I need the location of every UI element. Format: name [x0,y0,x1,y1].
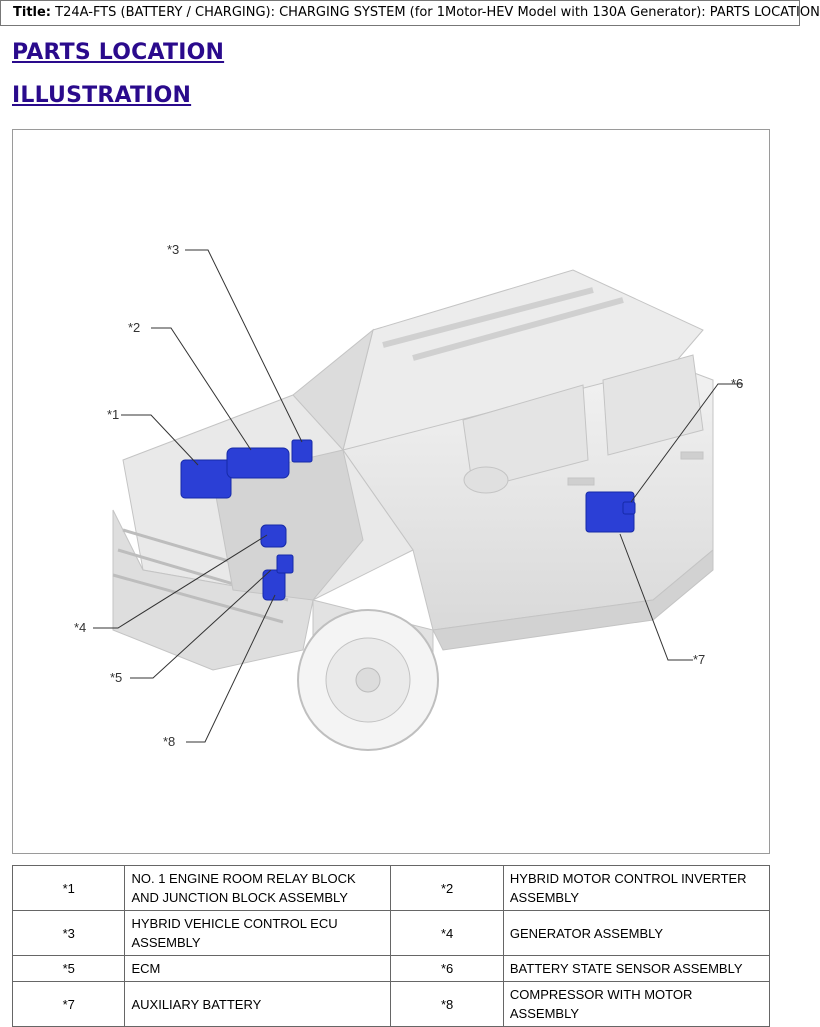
parts-location-illustration: *1 *2 *3 *4 *5 *6 *7 *8 [12,129,770,854]
legend-number: *1 [11,865,126,911]
legend-number: *4 [390,910,504,956]
legend-number: *7 [11,981,126,1027]
table-row: *5 ECM *6 BATTERY STATE SENSOR ASSEMBLY [11,955,771,982]
callout-8: *8 [163,734,175,749]
table-row: *7 AUXILIARY BATTERY *8 COMPRESSOR WITH … [11,981,771,1027]
legend-number: *2 [390,865,504,911]
illustration-heading[interactable]: ILLUSTRATION [12,83,192,108]
title-text: T24A-FTS (BATTERY / CHARGING): CHARGING … [55,5,820,20]
document-title-bar: Title: T24A-FTS (BATTERY / CHARGING): CH… [0,0,820,26]
legend-description: HYBRID MOTOR CONTROL INVERTER ASSEMBLY [502,865,771,911]
legend-number: *8 [390,981,504,1027]
highlighted-components [180,439,636,601]
title-label: Title: [13,5,52,20]
legend-description: ECM [124,955,392,982]
callout-4: *4 [74,620,86,635]
legend-number: *5 [11,955,126,982]
parts-location-heading[interactable]: PARTS LOCATION [12,40,225,65]
inverter-part [226,447,290,479]
ecu-part [291,439,313,463]
compressor-part [262,569,286,601]
callout-2: *2 [128,320,140,335]
callout-3: *3 [167,242,179,257]
callout-1: *1 [107,407,119,422]
vehicle-body [112,269,714,751]
table-row: *3 HYBRID VEHICLE CONTROL ECU ASSEMBLY *… [11,910,771,956]
legend-number: *3 [11,910,126,956]
callout-6: *6 [731,376,743,391]
leader-lines [93,249,743,743]
ecm-part [276,554,294,574]
legend-description: NO. 1 ENGINE ROOM RELAY BLOCK AND JUNCTI… [124,865,392,911]
legend-description: HYBRID VEHICLE CONTROL ECU ASSEMBLY [124,910,392,956]
legend-description: BATTERY STATE SENSOR ASSEMBLY [502,955,771,982]
parts-legend-table: *1 NO. 1 ENGINE ROOM RELAY BLOCK AND JUN… [11,865,771,1027]
legend-number: *6 [390,955,504,982]
vehicle-diagram: *1 *2 *3 *4 *5 *6 *7 *8 [74,242,743,751]
legend-description: COMPRESSOR WITH MOTOR ASSEMBLY [502,981,771,1027]
battery-sensor-part [622,501,636,515]
generator-part [260,524,287,548]
relay-block-part [180,459,232,499]
legend-description: GENERATOR ASSEMBLY [502,910,771,956]
legend-description: AUXILIARY BATTERY [124,981,392,1027]
callout-5: *5 [110,670,122,685]
callout-7: *7 [693,652,705,667]
table-row: *1 NO. 1 ENGINE ROOM RELAY BLOCK AND JUN… [11,865,771,911]
